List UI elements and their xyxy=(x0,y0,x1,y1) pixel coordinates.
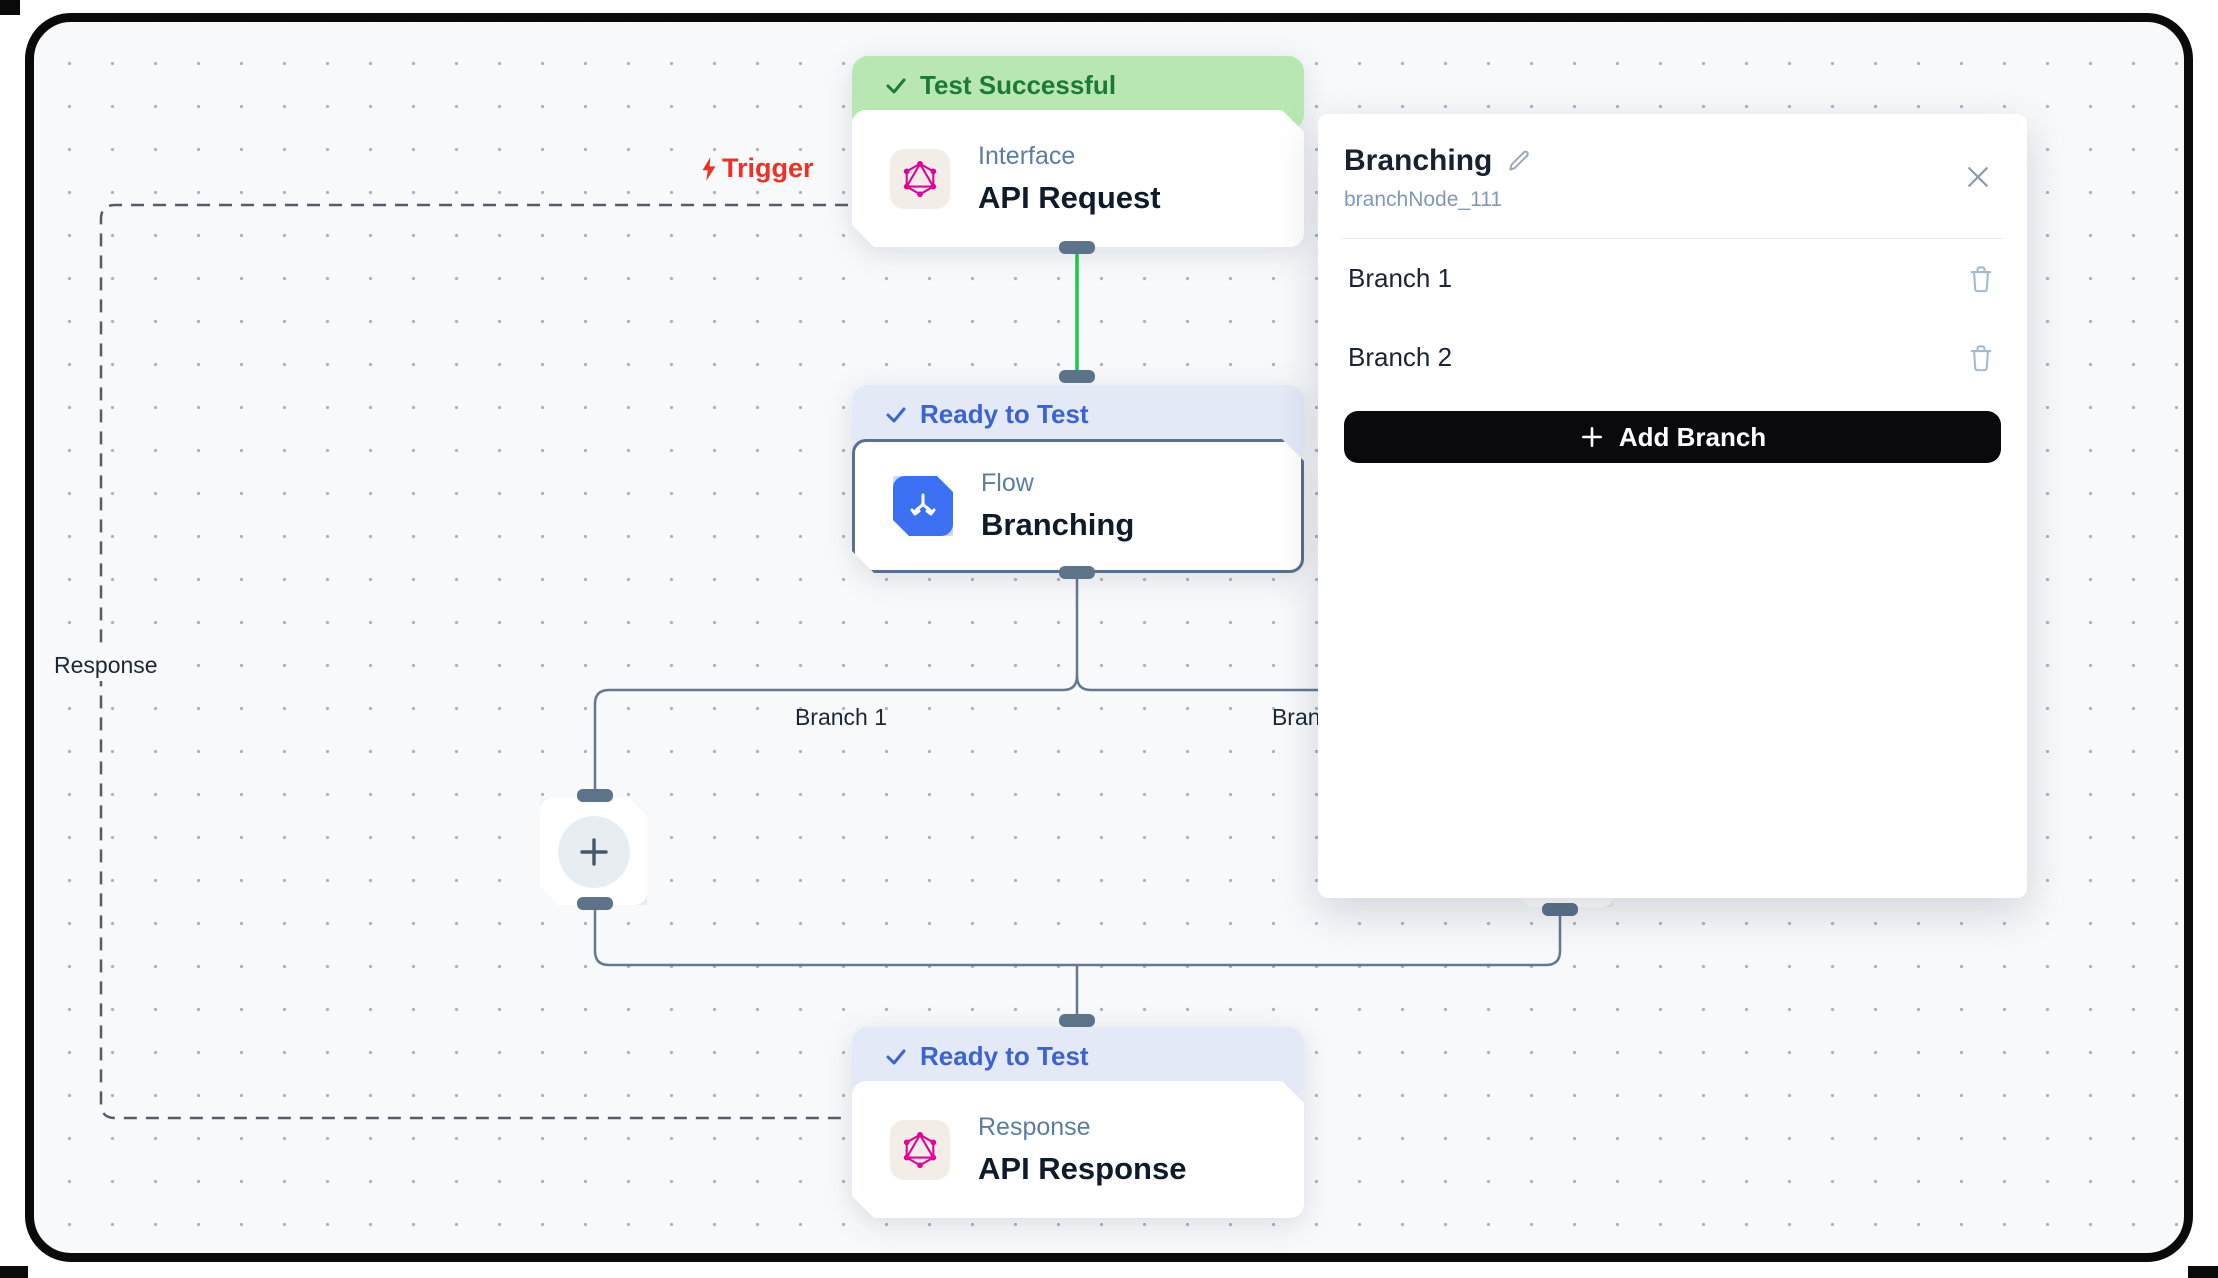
connector-handle[interactable] xyxy=(1059,566,1095,579)
corner-mark xyxy=(0,0,20,15)
graphql-icon xyxy=(890,1120,950,1180)
check-icon xyxy=(886,407,906,423)
corner-mark xyxy=(2188,1266,2218,1278)
branch-name: Branch 1 xyxy=(1348,263,1453,293)
node-title: Branching xyxy=(981,507,1135,542)
node-category: Flow xyxy=(981,469,1034,497)
check-icon xyxy=(886,1049,906,1065)
node-branching[interactable]: Ready to Test Flow Branching xyxy=(852,385,1304,573)
branch-name: Branch 2 xyxy=(1348,342,1453,372)
branch-row[interactable]: Branch 1 xyxy=(1344,239,2001,318)
trash-icon[interactable] xyxy=(1967,264,1995,294)
corner-mark xyxy=(0,1266,28,1278)
connector-handle[interactable] xyxy=(577,789,613,802)
branch-flow-icon xyxy=(893,476,953,536)
add-node-button[interactable] xyxy=(540,798,647,905)
node-category: Response xyxy=(978,1112,1091,1141)
lightning-icon xyxy=(702,156,716,181)
trigger-label: Trigger xyxy=(698,153,814,184)
add-branch-button[interactable]: Add Branch xyxy=(1344,411,2001,463)
connector-handle[interactable] xyxy=(1059,370,1095,383)
connector-handle[interactable] xyxy=(577,897,613,910)
node-api-request[interactable]: Test Successful Interface API Request xyxy=(852,56,1304,247)
trash-icon[interactable] xyxy=(1967,343,1995,373)
response-edge-label: Response xyxy=(50,650,162,681)
branch1-edge-label: Branch 1 xyxy=(794,704,888,730)
node-title: API Response xyxy=(978,1150,1187,1186)
connector-handle[interactable] xyxy=(1059,241,1095,254)
divider xyxy=(1342,238,2003,239)
plus-icon[interactable] xyxy=(558,816,630,888)
close-icon[interactable] xyxy=(1963,162,1993,197)
graphql-icon xyxy=(890,149,950,209)
node-category: Interface xyxy=(978,141,1076,170)
node-api-response[interactable]: Ready to Test Response API Response xyxy=(852,1027,1304,1218)
node-title: API Request xyxy=(978,179,1161,215)
branching-properties-panel: Branching branchNode_111 Branch 1 Branch… xyxy=(1318,114,2027,898)
branch-row[interactable]: Branch 2 xyxy=(1344,318,2001,397)
connector-handle[interactable] xyxy=(1059,1014,1095,1027)
edit-pencil-icon[interactable] xyxy=(1506,148,1532,174)
node-id-label: branchNode_111 xyxy=(1344,188,1503,211)
check-icon xyxy=(886,78,906,94)
panel-title: Branching xyxy=(1344,144,1493,177)
connector-handle[interactable] xyxy=(1542,903,1578,916)
plus-icon xyxy=(1581,427,1602,447)
